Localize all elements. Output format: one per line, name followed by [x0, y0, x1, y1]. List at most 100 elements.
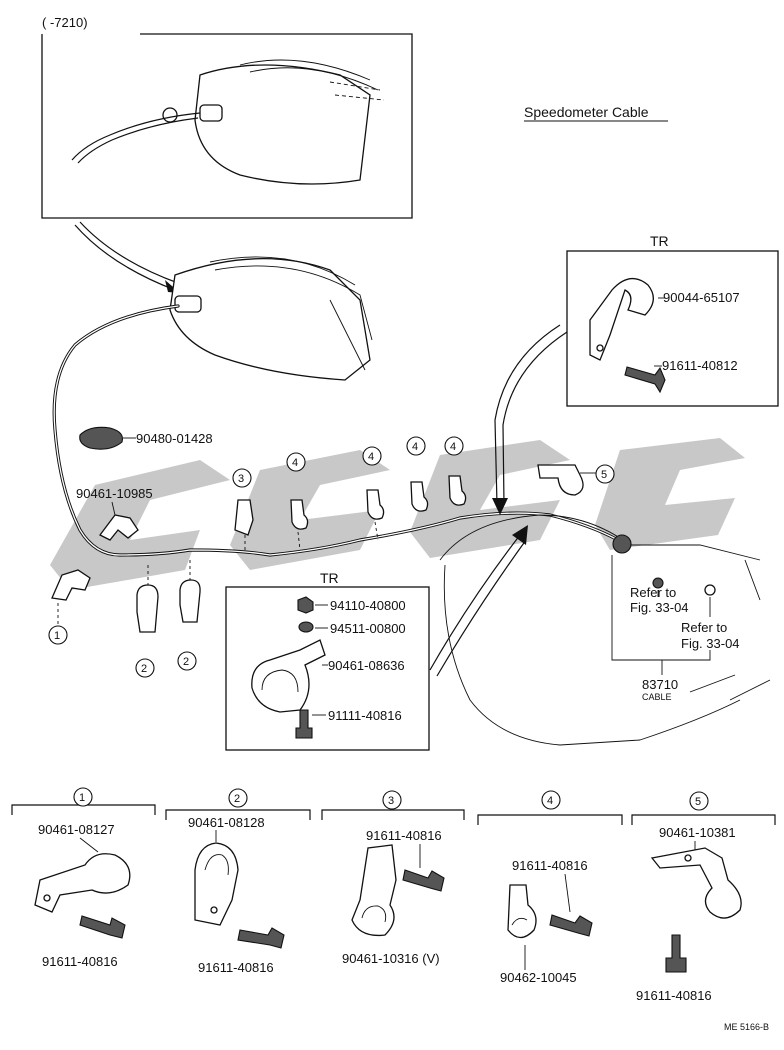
- detail-5-number: [689, 791, 709, 811]
- tr-lower-label: TR: [320, 570, 339, 586]
- svg-text:4: 4: [547, 795, 553, 807]
- clamp-4c-main: [410, 481, 429, 512]
- washer-refer-1: [652, 577, 664, 589]
- tr-lower-box: TR 94110-40800 94511-00800 90461-08636 9…: [225, 570, 430, 751]
- transmission-outline: [439, 514, 771, 746]
- tr-clamp: [589, 278, 654, 361]
- tr-upper-box: TR 90044-65107 91611-40812: [566, 233, 779, 407]
- svg-text:5: 5: [695, 796, 701, 808]
- refer-1-line2: Fig. 33-04: [630, 600, 689, 615]
- nut-icon: [297, 596, 314, 614]
- speedometer-housing: [169, 256, 373, 381]
- clamp-90461-10985: [99, 514, 139, 541]
- tr-bolt: [624, 366, 666, 394]
- cable-label: CABLE: [642, 692, 672, 702]
- svg-text:3: 3: [238, 473, 244, 485]
- detail-4-clamp: 90462-10045: [500, 970, 577, 985]
- detail-5-clamp: 90461-10381: [659, 825, 736, 840]
- callout-5: [595, 464, 615, 484]
- detail-3-clamp: 90461-10316 (V): [342, 951, 440, 966]
- part-83710: 83710: [642, 677, 678, 692]
- clamp-4b-main: [366, 489, 385, 520]
- detail-4-bolt-icon: [549, 914, 593, 937]
- detail-3-bolt: 91611-40816: [366, 828, 442, 843]
- detail-2-clamp: 90461-08128: [188, 815, 265, 830]
- part-91111-40816: 91111-40816: [328, 708, 402, 723]
- grommet-inset: [162, 107, 178, 123]
- tr-lower-clamp: [251, 639, 326, 713]
- callout-2b: [177, 651, 197, 671]
- callout-1: [48, 625, 68, 645]
- tr-upper-label: TR: [650, 233, 669, 249]
- part-94511-00800: 94511-00800: [330, 621, 406, 636]
- tr-lower-bolt: [295, 709, 313, 739]
- svg-text:1: 1: [79, 792, 85, 804]
- detail-1-number: [73, 787, 93, 807]
- svg-text:5: 5: [601, 469, 607, 481]
- clamp-5-main: [537, 464, 584, 496]
- detail-2-bolt: 91611-40816: [198, 960, 274, 975]
- tr-lower-arrow-head: [512, 525, 528, 545]
- inset-label: ( -7210): [42, 15, 88, 30]
- refer-2-line1: Refer to: [681, 620, 727, 635]
- cable-bracket-line: [611, 555, 711, 661]
- detail-1-bolt-icon: [79, 915, 126, 939]
- clamp-3-main: [234, 499, 254, 536]
- part-94110-40800: 94110-40800: [330, 598, 406, 613]
- callout-2a: [135, 658, 155, 678]
- detail-4-bolt: 91611-40816: [512, 858, 588, 873]
- part-90044-65107: 90044-65107: [663, 290, 740, 305]
- refer-2-line2: Fig. 33-04: [681, 636, 740, 651]
- svg-text:3: 3: [388, 795, 394, 807]
- refer-1-line1: Refer to: [630, 585, 676, 600]
- washer-icon: [298, 621, 314, 633]
- detail-3-clamp-icon: [351, 844, 397, 937]
- callout-3: [232, 468, 252, 488]
- callout-4c: [406, 436, 426, 456]
- callout-4d: [444, 436, 464, 456]
- detail-5-bolt: 91611-40816: [636, 988, 712, 1003]
- svg-text:2: 2: [234, 793, 240, 805]
- detail-1-clamp: 90461-08127: [38, 822, 115, 837]
- part-90461-10985: 90461-10985: [76, 486, 153, 501]
- cable-end-fitting-inset: [199, 104, 223, 122]
- detail-2-number: [228, 788, 248, 808]
- diagram-title: Speedometer Cable: [524, 104, 649, 120]
- speedometer-housing-inset: [194, 64, 371, 185]
- cable-nut: [612, 534, 632, 554]
- detail-1-clamp-icon: [34, 853, 131, 913]
- detail-3-number: [382, 790, 402, 810]
- svg-text:4: 4: [292, 457, 298, 469]
- watermark-logo: [50, 438, 745, 590]
- svg-text:4: 4: [412, 441, 418, 453]
- svg-text:4: 4: [450, 441, 456, 453]
- svg-text:1: 1: [54, 630, 60, 642]
- clamp-2b-main: [179, 579, 201, 623]
- detail-4-clamp-icon: [507, 884, 537, 939]
- tr-arrow-head: [492, 498, 508, 515]
- detail-2-clamp-icon: [194, 842, 239, 926]
- detail-4-number: [541, 790, 561, 810]
- svg-text:4: 4: [368, 451, 374, 463]
- part-91611-40812: 91611-40812: [662, 358, 738, 373]
- clamp-1-main: [51, 569, 91, 601]
- clamp-4d-main: [448, 475, 467, 506]
- part-90480-01428: 90480-01428: [136, 431, 213, 446]
- detail-groups: 1 90461-08127 91611-40816 2 90461-08128 …: [11, 787, 776, 1003]
- callout-4b: [362, 446, 382, 466]
- detail-5-clamp-icon: [650, 847, 742, 919]
- tr-arrow-line: [494, 324, 561, 506]
- inset-frame: ( -7210): [41, 15, 413, 219]
- detail-5-bolt-icon: [665, 934, 687, 973]
- detail-3-bolt-icon: [402, 869, 445, 892]
- svg-text:2: 2: [141, 663, 147, 675]
- cable-end-fitting: [174, 295, 202, 313]
- callout-4a: [286, 452, 306, 472]
- part-90461-08636: 90461-08636: [328, 658, 405, 673]
- inset-arrow-line: [74, 224, 176, 291]
- clamp-4a-main: [290, 499, 309, 530]
- clamp-2a-main: [136, 584, 159, 633]
- detail-1-bolt: 91611-40816: [42, 954, 118, 969]
- footer-code: ME 5166-B: [724, 1022, 769, 1032]
